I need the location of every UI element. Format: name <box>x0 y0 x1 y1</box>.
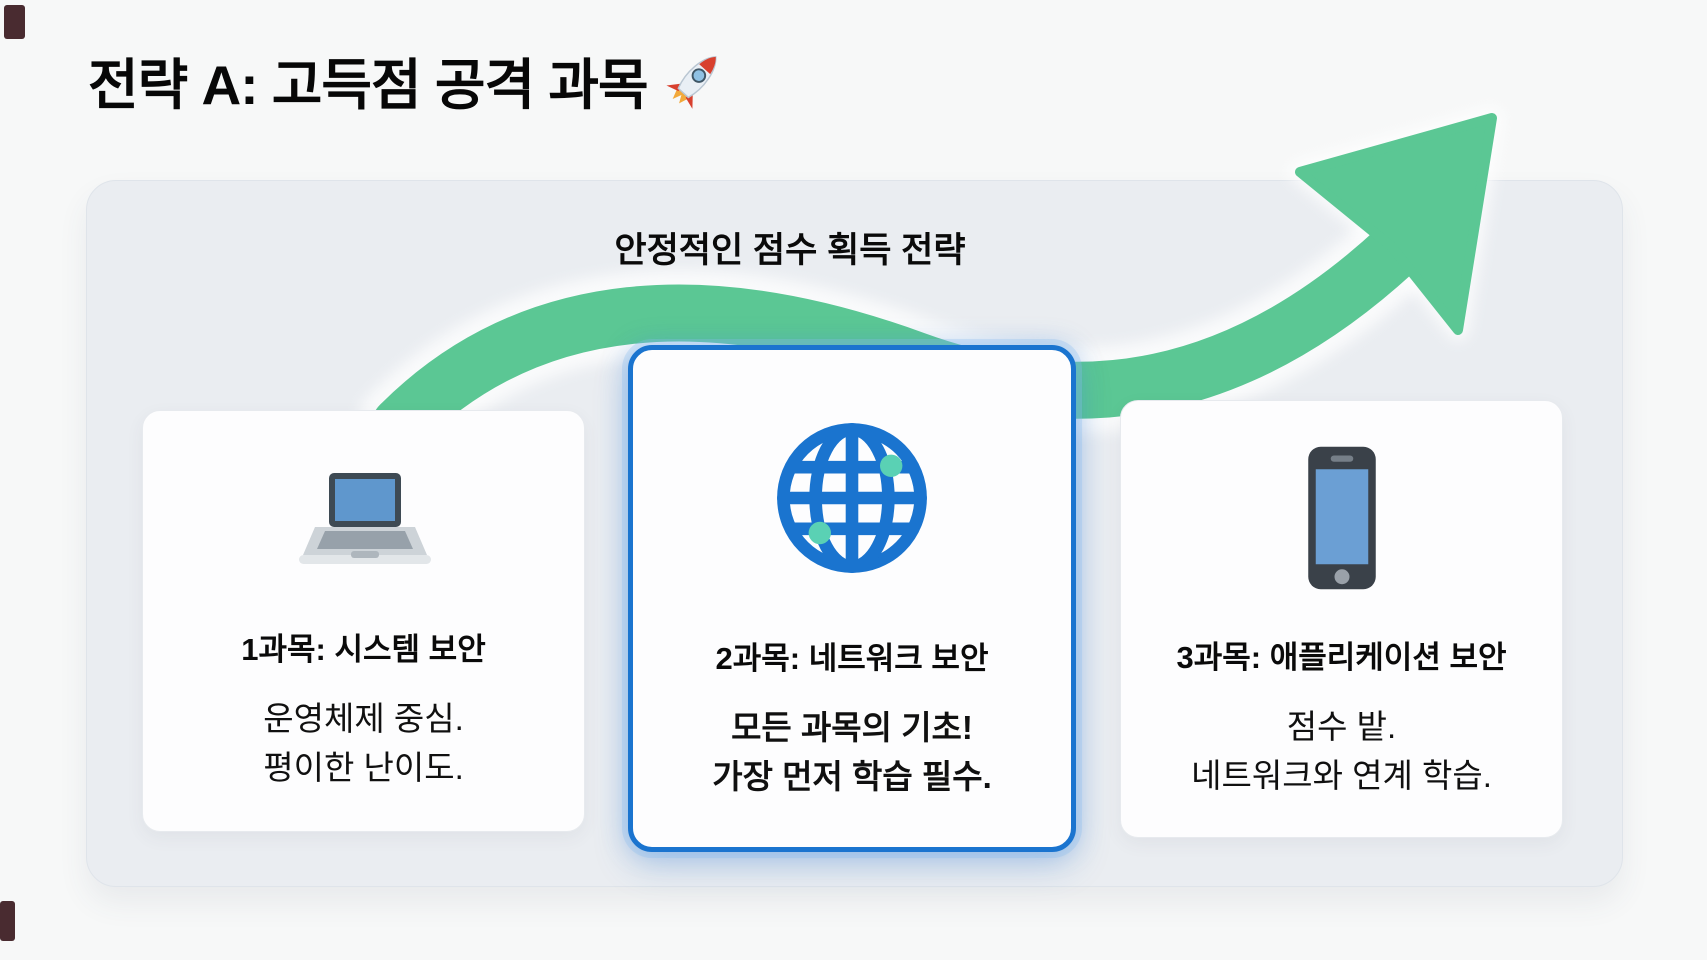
scan-artifact-top-left <box>4 5 25 39</box>
rocket-icon <box>664 47 726 114</box>
card-title: 3과목: 애플리케이션 보안 <box>1176 640 1507 675</box>
globe-network-icon <box>768 414 936 587</box>
card-title: 1과목: 시스템 보안 <box>241 632 486 667</box>
card-system-security: 1과목: 시스템 보안 운영체제 중심. 평이한 난이도. <box>142 410 585 832</box>
card-body-line: 평이한 난이도. <box>263 748 464 786</box>
card-body: 모든 과목의 기초! 가장 먼저 학습 필수. <box>712 704 992 802</box>
card-title: 2과목: 네트워크 보안 <box>715 641 989 676</box>
card-application-security: 3과목: 애플리케이션 보안 점수 밭. 네트워크와 연계 학습. <box>1120 400 1563 838</box>
card-network-security: 2과목: 네트워크 보안 모든 과목의 기초! 가장 먼저 학습 필수. <box>628 345 1076 852</box>
card-body-line: 운영체제 중심. <box>263 700 464 737</box>
strategy-label: 안정적인 점수 획득 전략 <box>614 231 966 270</box>
card-body-line: 모든 과목의 기초! <box>731 709 973 746</box>
card-body-line: 점수 밭. <box>1286 708 1397 745</box>
card-body-line: 가장 먼저 학습 필수. <box>712 757 992 795</box>
scan-artifact-bottom-left <box>0 901 15 941</box>
page-title-text: 전략 A: 고득점 공격 과목 <box>88 54 649 116</box>
card-body: 점수 밭. 네트워크와 연계 학습. <box>1191 703 1492 801</box>
card-body-line: 네트워크와 연계 학습. <box>1191 756 1492 794</box>
page-title: 전략 A: 고득점 공격 과목 <box>88 40 726 120</box>
card-body: 운영체제 중심. 평이한 난이도. <box>263 695 464 793</box>
laptop-icon <box>289 467 439 592</box>
smartphone-icon <box>1298 443 1386 598</box>
